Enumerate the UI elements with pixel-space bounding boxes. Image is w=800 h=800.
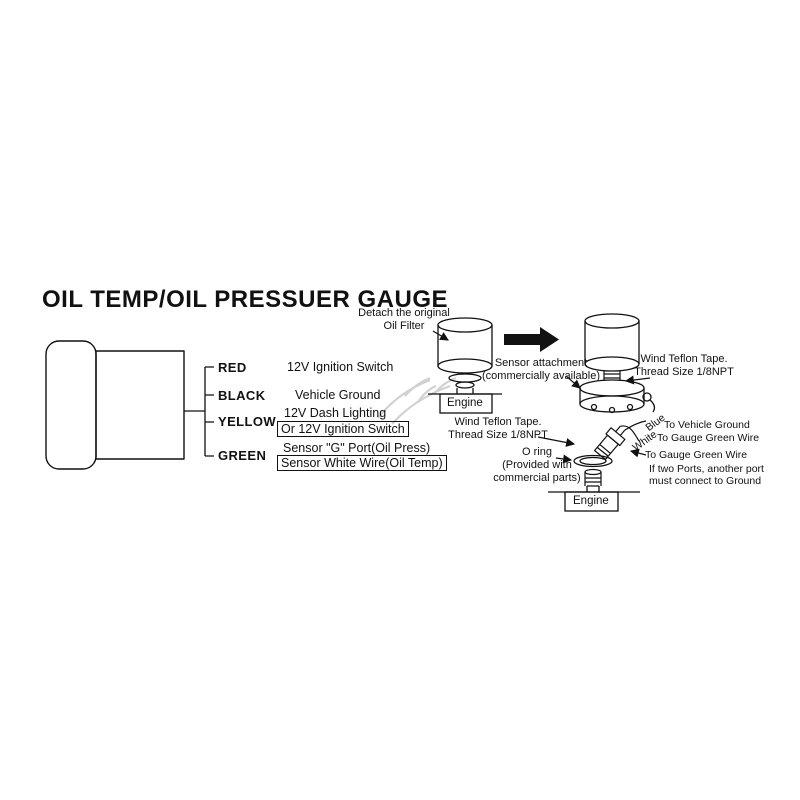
sensor-adapter-drawing bbox=[579, 379, 656, 414]
flow-arrow-icon bbox=[504, 327, 559, 352]
engine-block-right-drawing bbox=[548, 485, 640, 512]
oil-filter-left-drawing bbox=[437, 317, 493, 394]
page-title: OIL TEMP/OIL PRESSUER GAUGE bbox=[42, 286, 449, 313]
gauge-drawing bbox=[45, 340, 185, 470]
teflon-note-left: Wind Teflon Tape. Thread Size 1/8NPT bbox=[448, 416, 548, 441]
wire-desc-green-1: Sensor "G" Port(Oil Press) bbox=[283, 441, 431, 455]
wire-desc-yellow-2: Or 12V Ignition Switch bbox=[277, 421, 409, 437]
detach-note: Detach the original Oil Filter bbox=[358, 307, 450, 332]
to-gauge-green-wire-note-2: To Gauge Green Wire bbox=[645, 449, 748, 461]
watermark bbox=[377, 376, 457, 425]
annotation-arrows bbox=[432, 330, 651, 464]
sensor-attachment-note: Sensor attachment (commercially availabl… bbox=[482, 357, 600, 382]
wire-desc-green-2: Sensor White Wire(Oil Temp) bbox=[277, 455, 447, 471]
wire-label-red: RED bbox=[218, 360, 247, 375]
wire-label-green: GREEN bbox=[218, 448, 267, 463]
wire-desc-black: Vehicle Ground bbox=[295, 388, 381, 402]
wire-desc-red: 12V Ignition Switch bbox=[287, 360, 394, 374]
engine-label-right: Engine bbox=[573, 495, 609, 507]
teflon-note-right: Wind Teflon Tape. Thread Size 1/8NPT bbox=[634, 353, 734, 378]
wire-label-black: BLACK bbox=[218, 388, 266, 403]
to-gauge-green-wire-note-1: To Gauge Green Wire bbox=[657, 432, 760, 444]
temp-sensor-drawing bbox=[584, 468, 602, 486]
oil-filter-right-drawing bbox=[584, 313, 640, 372]
two-ports-note: If two Ports, another port must connect … bbox=[649, 463, 764, 487]
o-ring-note: O ring (Provided with commercial parts) bbox=[493, 446, 581, 484]
engine-label-left: Engine bbox=[447, 397, 483, 409]
gauge-wire-lines bbox=[184, 366, 214, 457]
to-vehicle-ground-note: To Vehicle Ground bbox=[664, 419, 750, 431]
engine-block-left-drawing bbox=[428, 393, 502, 414]
adapter-nipple-drawing bbox=[603, 371, 621, 381]
wire-label-yellow: YELLOW bbox=[218, 414, 277, 429]
o-ring-drawing bbox=[573, 454, 613, 468]
wire-desc-yellow-1: 12V Dash Lighting bbox=[284, 406, 387, 420]
